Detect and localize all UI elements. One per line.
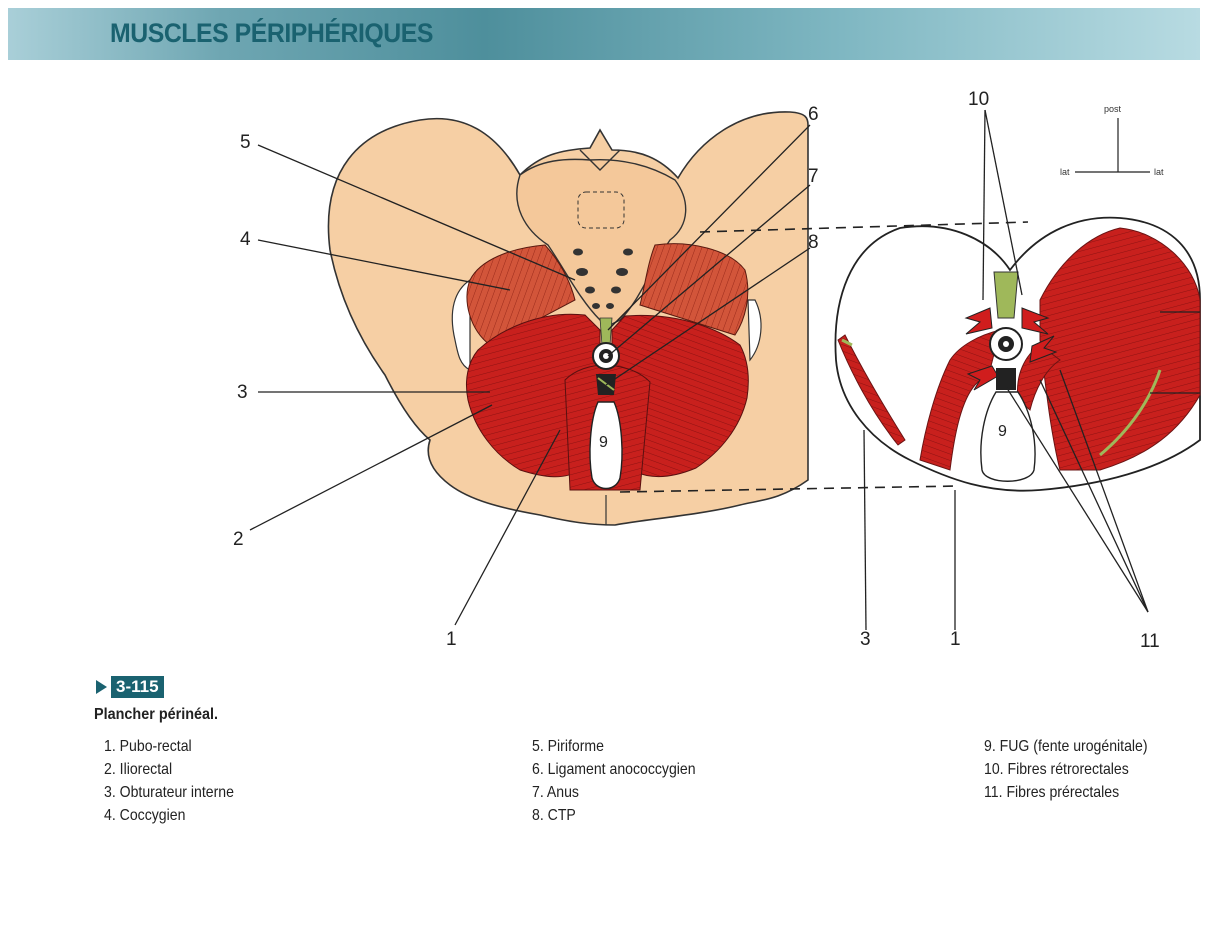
callout-11: 11 bbox=[1140, 631, 1160, 652]
inset-ligament bbox=[994, 272, 1018, 318]
legend-item: 3. Obturateur interne bbox=[104, 781, 234, 804]
legend-item: 1. Pubo-rectal bbox=[104, 735, 234, 758]
legend-item: 6. Ligament anococcygien bbox=[532, 758, 696, 781]
play-arrow-icon bbox=[96, 680, 107, 694]
callout-6: 6 bbox=[808, 104, 819, 125]
legend-item: 5. Piriforme bbox=[532, 735, 696, 758]
callout-8: 8 bbox=[808, 232, 819, 253]
region-label-9-main: 9 bbox=[599, 434, 608, 451]
pelvis-main-view bbox=[328, 112, 808, 525]
caption-title: Plancher périnéal. bbox=[94, 706, 218, 724]
legend-item: 11. Fibres prérectales bbox=[984, 781, 1148, 804]
legend-item: 4. Coccygien bbox=[104, 804, 234, 827]
callout-2: 2 bbox=[233, 529, 244, 550]
figure-badge: 3-115 bbox=[96, 676, 164, 698]
callout-3: 3 bbox=[237, 382, 248, 403]
legend-column-1: 1. Pubo-rectal 2. Iliorectal 3. Obturate… bbox=[104, 735, 252, 827]
anococcygeal-ligament-shape bbox=[600, 318, 612, 345]
legend-item: 9. FUG (fente urogénitale) bbox=[984, 735, 1148, 758]
callout-7: 7 bbox=[808, 166, 819, 187]
pelvic-floor-inset-view bbox=[835, 218, 1200, 491]
callout-1-inset: 1 bbox=[950, 629, 961, 650]
callout-1: 1 bbox=[446, 629, 457, 650]
callout-4: 4 bbox=[240, 229, 251, 250]
legend-item: 10. Fibres rétrorectales bbox=[984, 758, 1148, 781]
region-label-9-inset: 9 bbox=[998, 423, 1007, 440]
callout-3-inset: 3 bbox=[860, 629, 871, 650]
legend-item: 7. Anus bbox=[532, 781, 696, 804]
legend-item: 2. Iliorectal bbox=[104, 758, 234, 781]
figure-number: 3-115 bbox=[111, 676, 164, 698]
legend-item: 8. CTP bbox=[532, 804, 696, 827]
legend-column-2: 5. Piriforme 6. Ligament anococcygien 7.… bbox=[532, 735, 718, 827]
callout-5: 5 bbox=[240, 132, 251, 153]
orientation-lat-left-label: lat bbox=[1060, 167, 1070, 177]
legend-column-3: 9. FUG (fente urogénitale) 10. Fibres ré… bbox=[984, 735, 1170, 804]
callout-10: 10 bbox=[968, 89, 989, 110]
orientation-lat-right-label: lat bbox=[1154, 167, 1164, 177]
orientation-marker: post lat lat bbox=[1060, 104, 1164, 177]
orientation-post-label: post bbox=[1104, 104, 1122, 114]
